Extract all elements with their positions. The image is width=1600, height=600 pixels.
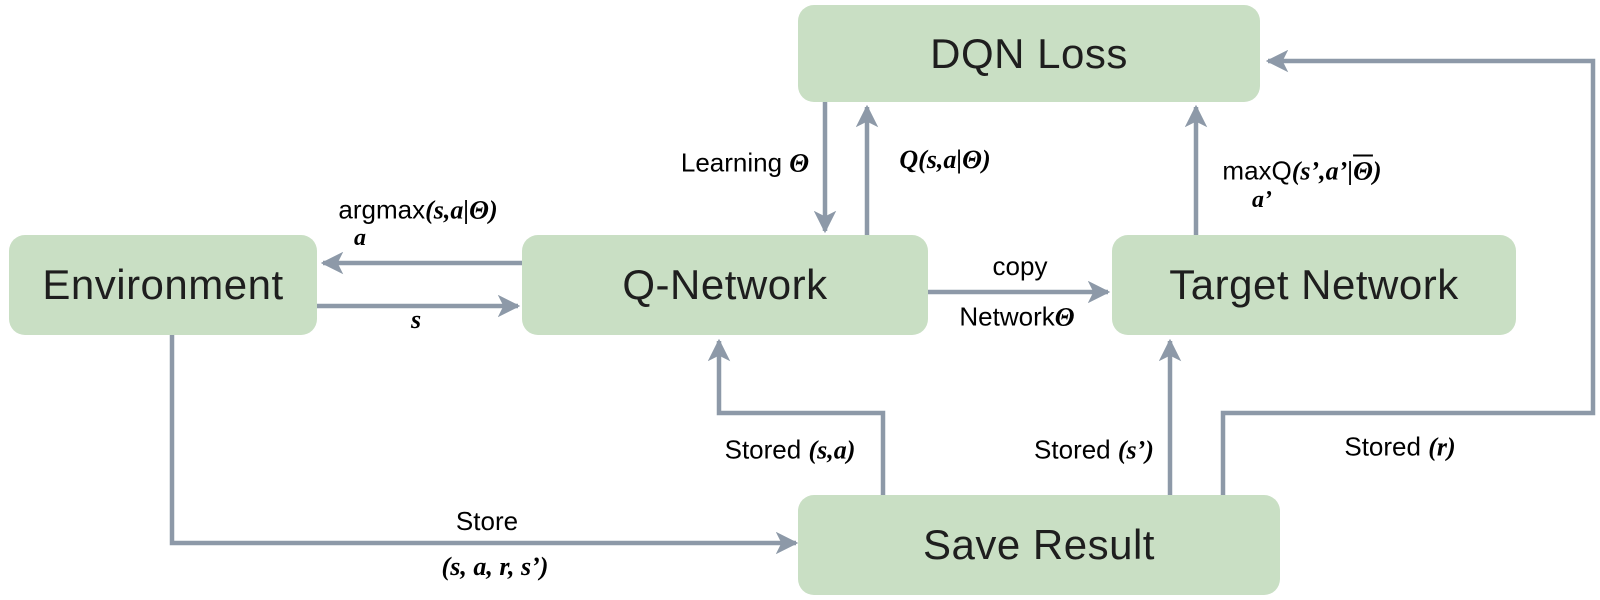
edge-label-copy: copy bbox=[993, 253, 1048, 279]
edge-label-copy-network: NetworkΘ bbox=[959, 304, 1074, 331]
node-save-result: Save Result bbox=[798, 495, 1280, 595]
edge-label-max-q-theta-bar: Θ bbox=[1353, 156, 1373, 186]
node-q-network-label: Q-Network bbox=[622, 261, 828, 308]
node-q-network: Q-Network bbox=[522, 235, 928, 335]
edge-label-q-value: Q(s,a|Θ) bbox=[899, 147, 990, 173]
edge-label-store-text: Store bbox=[455, 506, 519, 536]
node-save-result-label: Save Result bbox=[923, 521, 1155, 568]
node-environment: Environment bbox=[9, 235, 317, 335]
edge-label-q-value-math: Q(s,a|Θ) bbox=[899, 145, 991, 174]
edge-label-max-q-pre: (s’,a’| bbox=[1291, 156, 1354, 186]
edge-label-copy-network-math: Θ bbox=[1054, 302, 1075, 332]
edge-label-copy-text: copy bbox=[992, 251, 1048, 281]
edge-label-learning: Learning Θ bbox=[681, 150, 809, 177]
edge-label-argmax-sub: a bbox=[354, 226, 366, 250]
node-target-network: Target Network bbox=[1112, 235, 1516, 335]
edge-label-store-tuple-text: (s, a, r, s’) bbox=[441, 552, 549, 581]
edge-label-stored-sa-math: (s,a) bbox=[808, 435, 856, 465]
edge-label-stored-r-text: Stored bbox=[1344, 431, 1429, 462]
edge-label-stored-s2-text: Stored bbox=[1034, 434, 1118, 465]
edge-label-state: s bbox=[411, 307, 421, 333]
node-dqn-loss: DQN Loss bbox=[798, 5, 1260, 102]
edge-label-store: Store bbox=[456, 508, 518, 534]
edge-label-stored-r: Stored (r) bbox=[1344, 434, 1455, 461]
edge-label-copy-network-text: Network bbox=[959, 301, 1055, 332]
edge-stored-r-arrow bbox=[1220, 49, 1596, 495]
edge-label-argmax-sub-text: a bbox=[354, 225, 366, 251]
edge-label-max-q-post: ) bbox=[1372, 156, 1382, 186]
edge-label-stored-sa: Stored (s,a) bbox=[725, 437, 856, 464]
edge-label-argmax-math: (s,a|Θ) bbox=[425, 195, 498, 225]
edge-label-stored-s2-math: (s’) bbox=[1117, 435, 1154, 465]
edge-label-store-tuple: (s, a, r, s’) bbox=[442, 554, 549, 580]
edge-label-stored-sa-text: Stored bbox=[724, 434, 809, 465]
edge-label-max-q: maxQ(s’,a’|Θ) bbox=[1222, 158, 1381, 185]
edge-label-learning-math: Θ bbox=[789, 148, 810, 178]
edge-label-argmax: argmax(s,a|Θ) bbox=[338, 197, 497, 224]
edge-label-max-q-sub-text: a’ bbox=[1252, 187, 1272, 213]
node-dqn-loss-label: DQN Loss bbox=[930, 29, 1128, 77]
node-target-network-label: Target Network bbox=[1169, 261, 1459, 308]
edge-label-max-q-text: maxQ bbox=[1222, 155, 1292, 186]
edge-label-max-q-sub: a’ bbox=[1252, 188, 1272, 212]
edge-store-arrow bbox=[169, 335, 799, 555]
edge-label-state-text: s bbox=[410, 305, 422, 334]
edge-label-stored-s2: Stored (s’) bbox=[1034, 437, 1154, 464]
node-environment-label: Environment bbox=[42, 261, 284, 308]
edge-label-stored-r-math: (r) bbox=[1428, 432, 1456, 462]
edge-label-learning-text: Learning bbox=[680, 147, 790, 178]
edge-label-argmax-text: argmax bbox=[338, 194, 426, 225]
edge-stored-sa-arrow bbox=[707, 338, 886, 495]
